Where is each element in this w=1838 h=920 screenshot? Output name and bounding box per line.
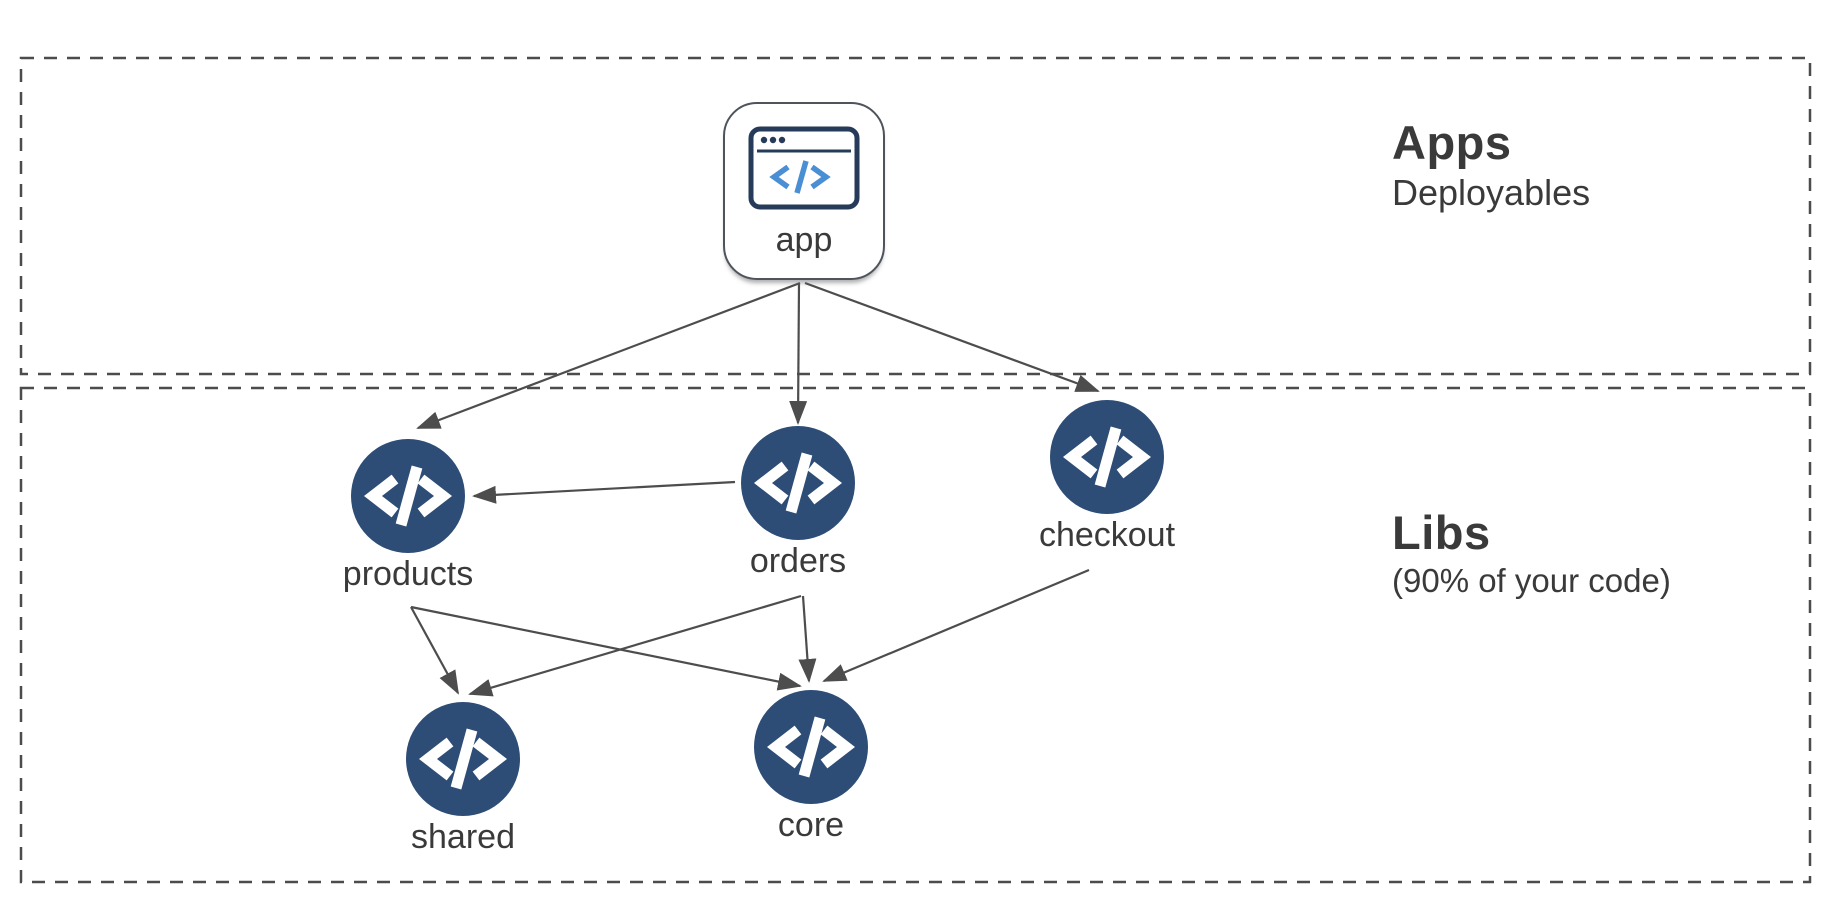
edge-checkout-core: [822, 568, 1090, 683]
node-products-label: products: [342, 555, 474, 593]
node-core-label: core: [777, 806, 845, 844]
code-icon: [741, 426, 855, 540]
code-icon: [351, 439, 465, 553]
node-shared: [406, 702, 520, 816]
code-icon: [1050, 400, 1164, 514]
apps-section-label: Apps Deployables: [1392, 116, 1590, 216]
code-icon: [406, 702, 520, 816]
node-orders-label: orders: [749, 542, 847, 580]
node-shared-label: shared: [411, 818, 515, 856]
edge-orders-core: [798, 595, 817, 683]
node-app: app: [723, 102, 885, 280]
libs-section-label: Libs (90% of your code): [1392, 506, 1671, 602]
edge-app-products: [416, 281, 801, 430]
node-products: [351, 439, 465, 553]
node-checkout: [1050, 400, 1164, 514]
edge-orders-shared: [468, 594, 802, 697]
node-orders: [741, 426, 855, 540]
libs-subtitle: (90% of your code): [1392, 562, 1671, 599]
edge-app-orders: [789, 282, 808, 425]
libs-title: Libs: [1392, 506, 1491, 559]
apps-subtitle: Deployables: [1392, 172, 1591, 213]
edge-products-shared: [410, 606, 459, 695]
browser-window-icon: [748, 126, 860, 215]
edge-products-core: [410, 605, 802, 691]
node-checkout-label: checkout: [1038, 516, 1176, 554]
edge-orders-products: [472, 480, 736, 504]
apps-title: Apps: [1392, 116, 1512, 169]
node-app-label: app: [775, 221, 833, 259]
edge-app-checkout: [804, 281, 1100, 393]
libs-box: [19, 386, 1812, 884]
code-icon: [754, 690, 868, 804]
node-core: [754, 690, 868, 804]
apps-box: [19, 56, 1812, 376]
